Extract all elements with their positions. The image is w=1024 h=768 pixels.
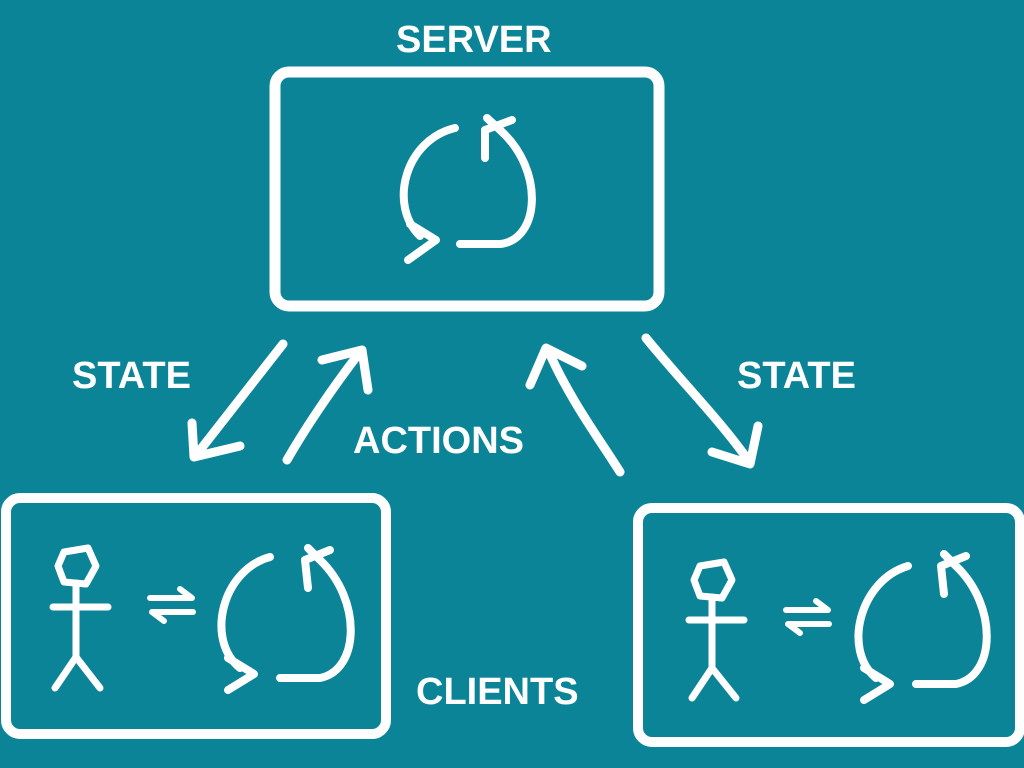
client-left-refresh-cycle-icon bbox=[217, 544, 355, 694]
stick-figure-icon bbox=[49, 544, 112, 692]
stick-figure-icon bbox=[685, 558, 748, 702]
action-arrow-left bbox=[282, 345, 373, 465]
actions-label: ACTIONS bbox=[353, 420, 524, 462]
swap-arrows-icon bbox=[783, 598, 832, 636]
swap-arrows-icon bbox=[147, 586, 196, 624]
state-arrow-right bbox=[641, 333, 763, 469]
state-arrow-left bbox=[187, 339, 288, 462]
client-box-left bbox=[1, 493, 391, 739]
server-label: SERVER bbox=[396, 19, 552, 61]
client-box-right bbox=[633, 503, 1024, 747]
server-box bbox=[269, 66, 665, 312]
server-refresh-cycle-icon bbox=[399, 114, 536, 264]
client-right-refresh-cycle-icon bbox=[854, 550, 991, 704]
clients-label: CLIENTS bbox=[416, 671, 579, 713]
action-arrow-right bbox=[525, 343, 625, 477]
state-label-right: STATE bbox=[737, 355, 856, 397]
state-label-left: STATE bbox=[72, 355, 191, 397]
